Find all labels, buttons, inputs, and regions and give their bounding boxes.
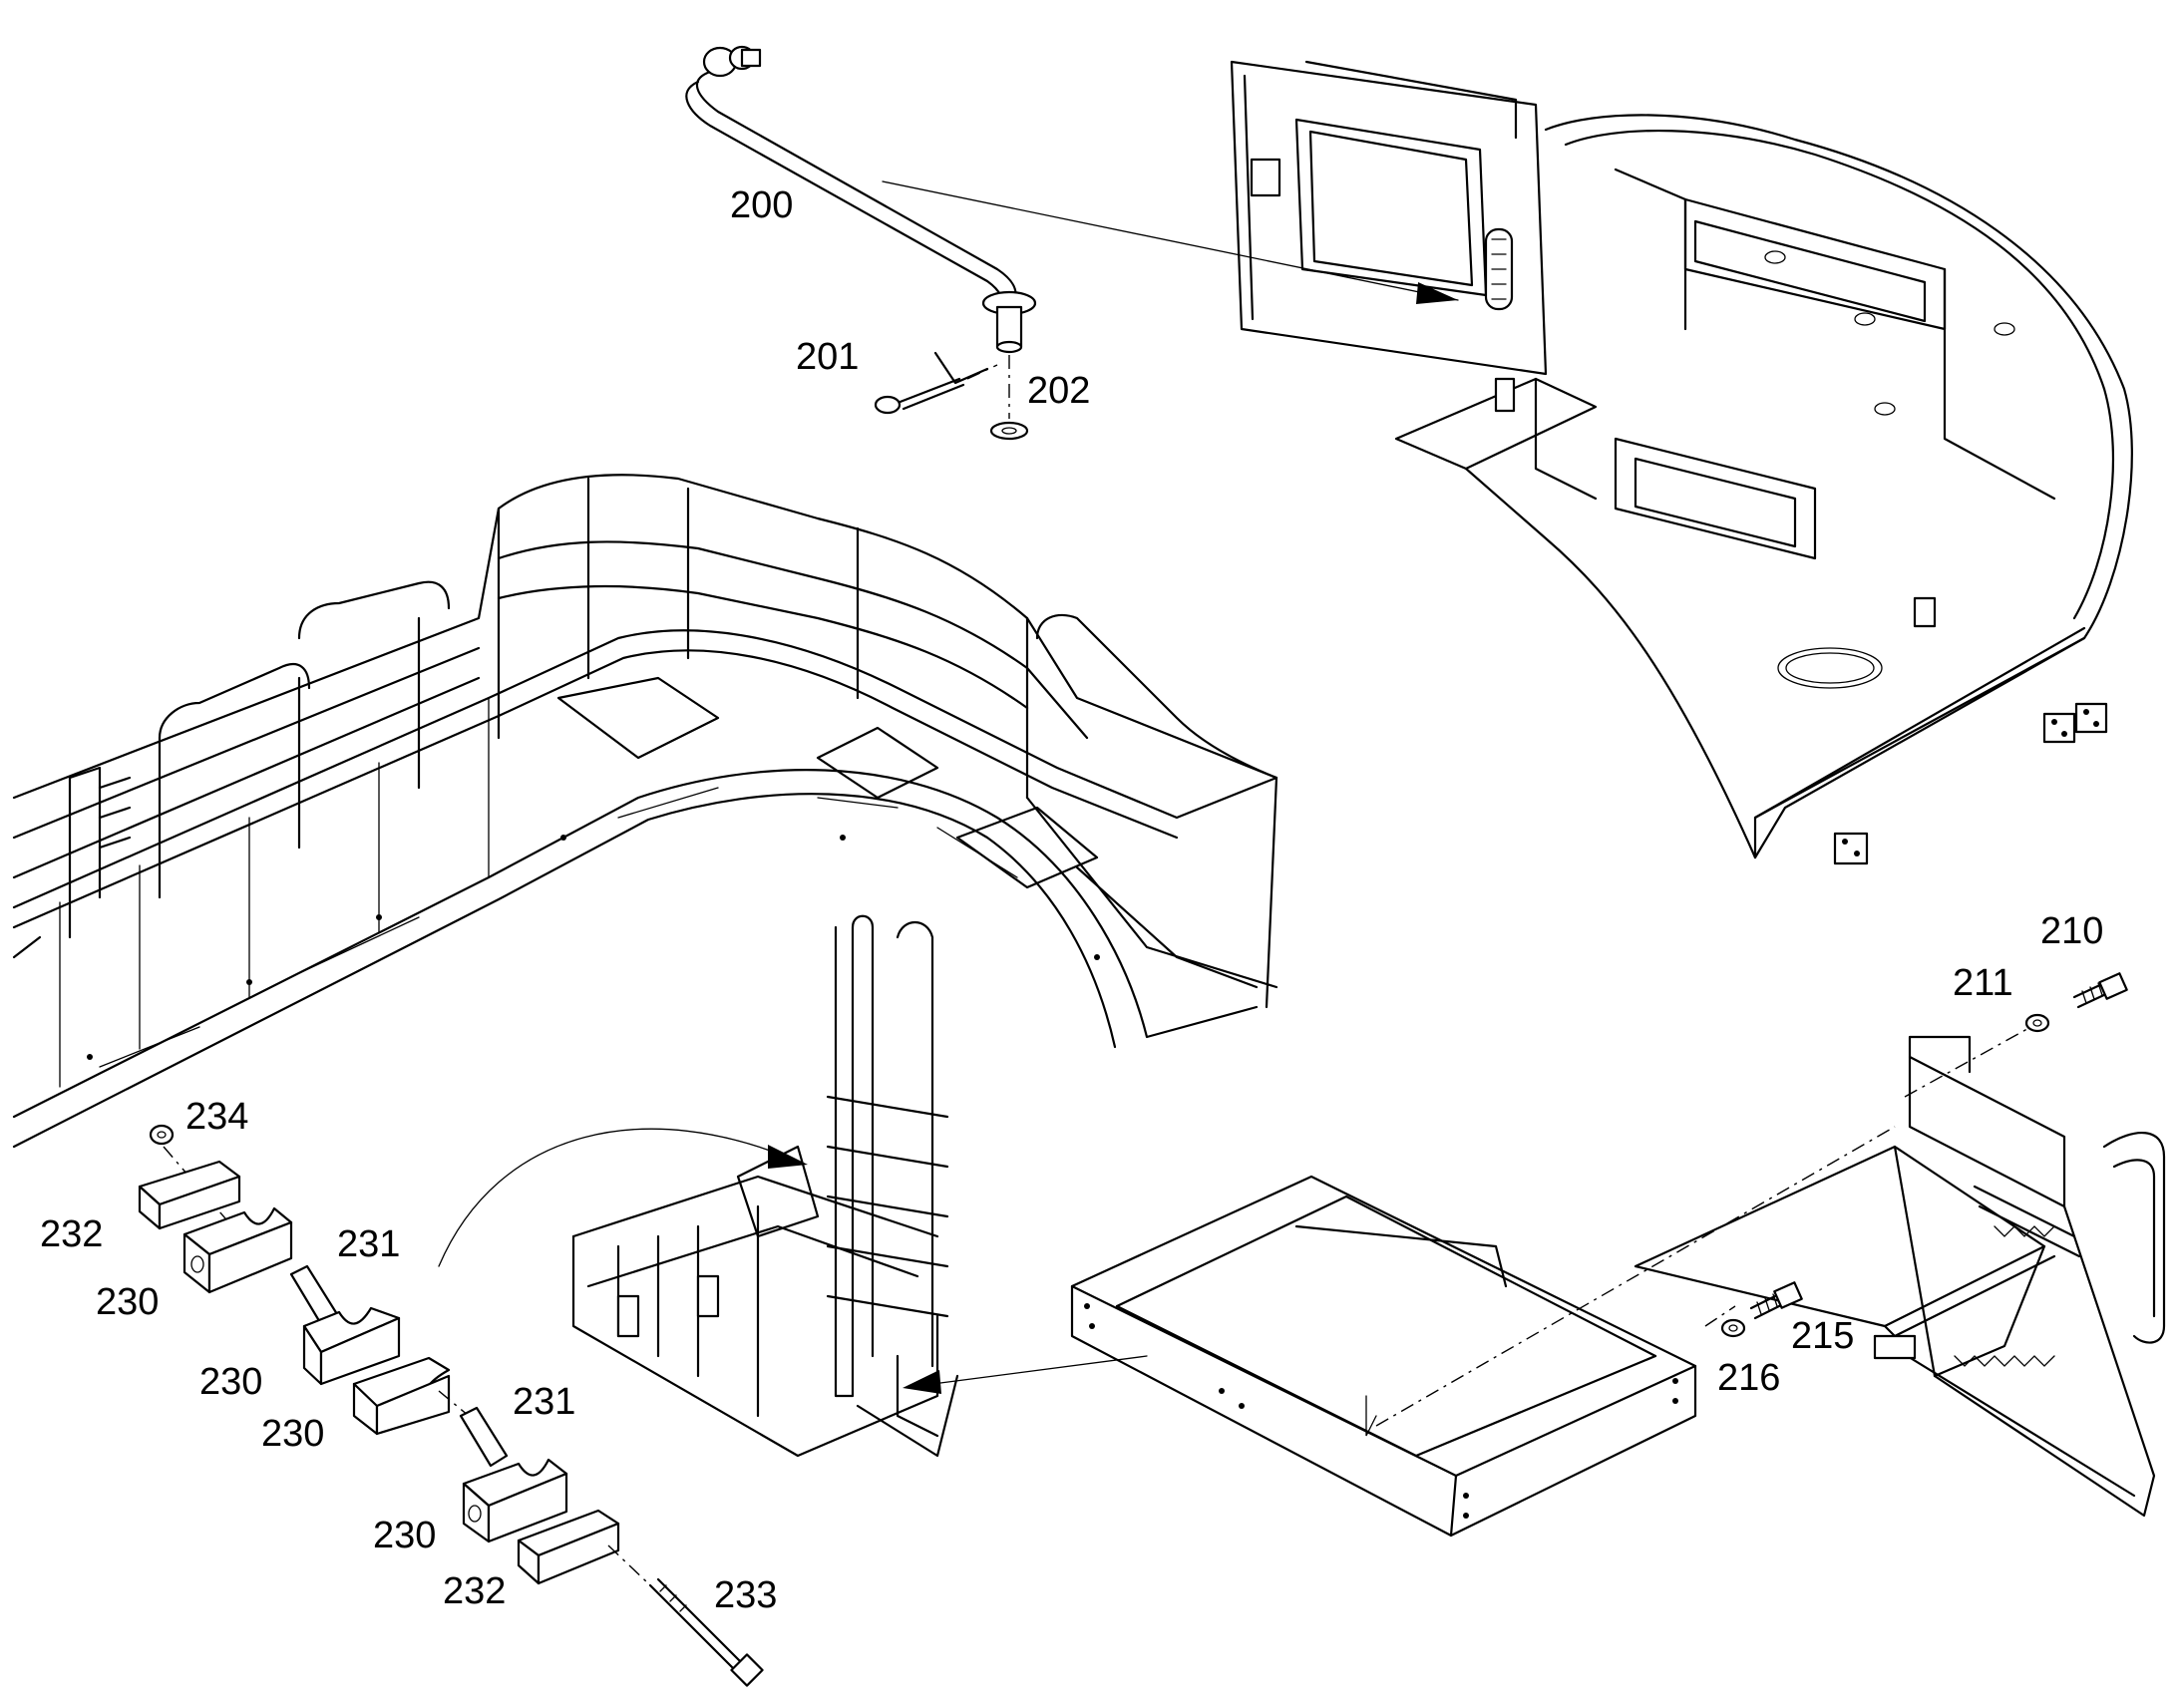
walkway-platform	[12, 474, 1278, 1149]
callout-230-3: 230	[261, 1413, 324, 1455]
clamp-230-1	[182, 1206, 293, 1294]
callout-230-4: 230	[373, 1515, 436, 1556]
arrow-cage	[768, 1145, 808, 1169]
callout-211: 211	[1953, 962, 2013, 1004]
callout-232-upper: 232	[40, 1213, 103, 1255]
ladder-bracket-215	[1634, 1035, 2166, 1518]
plate-232-lower	[517, 1509, 620, 1585]
bolt-216	[1720, 1281, 1803, 1338]
upper-frame-structure	[1230, 60, 2133, 865]
clamp-230-3	[352, 1356, 451, 1436]
step-box	[1070, 1175, 1697, 1537]
callout-231-upper: 231	[337, 1223, 400, 1265]
stair-cage	[571, 914, 959, 1458]
clamp-axis-middle	[438, 1390, 470, 1417]
callout-210: 210	[2040, 910, 2103, 952]
callout-230-1: 230	[96, 1281, 159, 1323]
bolt-210	[2072, 972, 2128, 1009]
nut-234	[149, 1124, 175, 1146]
leader-box-bracket	[1375, 1126, 1896, 1427]
callout-200: 200	[730, 184, 793, 226]
arrow-box	[903, 1370, 941, 1394]
callout-216: 216	[1717, 1357, 1780, 1399]
callout-234: 234	[185, 1096, 248, 1138]
callout-231-lower: 231	[513, 1381, 575, 1423]
leader-bolt-210	[1904, 1024, 2035, 1098]
washer-211	[2024, 1013, 2050, 1033]
leader-bolt-216	[1704, 1305, 1736, 1327]
plate-232-upper	[138, 1160, 241, 1230]
clamp-axis-lower	[607, 1544, 649, 1584]
callout-233: 233	[714, 1574, 777, 1616]
bolt-233	[648, 1577, 764, 1687]
clamp-230-2	[302, 1306, 401, 1386]
leader-200	[882, 180, 1459, 301]
callout-230-2: 230	[199, 1361, 262, 1403]
leader-cage	[438, 1128, 799, 1267]
callout-215: 215	[1791, 1315, 1854, 1357]
clamp-230-4	[462, 1458, 568, 1543]
callout-201: 201	[796, 336, 859, 378]
callout-232-lower: 232	[443, 1570, 506, 1612]
lock-pin-201	[874, 351, 998, 415]
handrail-bar-200	[685, 45, 1037, 441]
leader-box	[916, 1355, 1148, 1387]
callout-202: 202	[1027, 370, 1090, 412]
pin-231-lower	[459, 1406, 509, 1468]
